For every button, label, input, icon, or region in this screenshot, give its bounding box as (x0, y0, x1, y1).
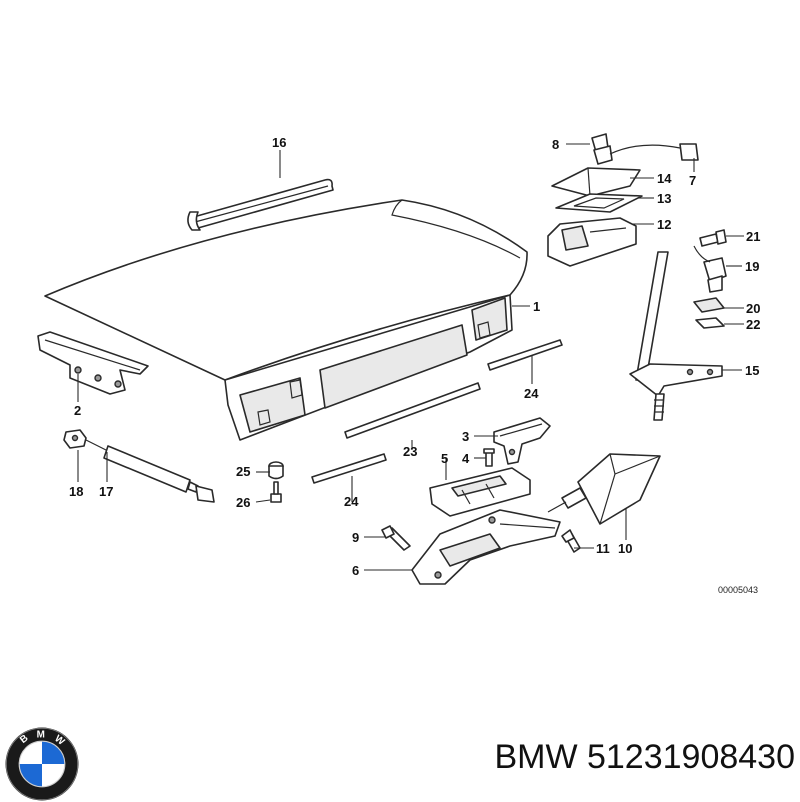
part-23-trim-strip (344, 382, 481, 439)
svg-text:M: M (37, 729, 45, 740)
callout-18: 18 (69, 484, 83, 499)
part-26-screw (270, 481, 282, 503)
callout-2: 2 (74, 403, 81, 418)
part-11-screw (561, 529, 581, 553)
part-caption: BMW 51231908430 (410, 738, 795, 777)
callout-15: 15 (745, 363, 759, 378)
callout-24-upper: 24 (524, 386, 539, 401)
brand-name: BMW (494, 738, 578, 776)
callout-8: 8 (552, 137, 559, 152)
callout-10: 10 (618, 541, 632, 556)
callout-3: 3 (462, 429, 469, 444)
part-4-screw (483, 448, 495, 467)
callout-11: 11 (596, 541, 610, 556)
part-6-lock (411, 509, 561, 585)
part-25-rubber-buffer (268, 461, 284, 480)
part-3-bracket (493, 417, 551, 465)
callout-21: 21 (746, 229, 760, 244)
callout-9: 9 (352, 530, 359, 545)
part-5-striker (429, 467, 531, 517)
callout-23: 23 (403, 444, 417, 459)
callout-26: 26 (236, 495, 250, 510)
callout-12: 12 (657, 217, 671, 232)
part-2-hinge (37, 331, 149, 395)
part-22-seal (695, 317, 725, 329)
part-18-ball-socket (63, 429, 87, 449)
part-24-trim-strip-upper (487, 339, 563, 371)
part-19-lock-cylinder (693, 245, 727, 293)
callout-16: 16 (272, 135, 286, 150)
part-9-bolt (381, 525, 411, 551)
callout-7: 7 (689, 173, 696, 188)
leader-lines (77, 143, 744, 571)
part-10-actuator (547, 453, 661, 525)
callout-6: 6 (352, 563, 359, 578)
callout-20: 20 (746, 301, 760, 316)
callouts: 16 1 2 18 17 25 26 23 24 24 3 4 5 9 6 11… (69, 135, 760, 578)
callout-4: 4 (462, 451, 470, 466)
part-20-plate (693, 297, 725, 313)
callout-13: 13 (657, 191, 671, 206)
drawing-number: 00005043 (718, 585, 758, 595)
part-16-seal-strip (187, 178, 334, 231)
part-17-gas-strut (85, 439, 215, 503)
part-7-connector (609, 143, 699, 161)
part-21-screw (699, 229, 727, 247)
callout-17: 17 (99, 484, 113, 499)
callout-24-lower: 24 (344, 494, 359, 509)
part-number: 51231908430 (586, 738, 795, 776)
part-1-trunk-lid (44, 199, 528, 441)
part-8-switch (591, 133, 613, 165)
callout-14: 14 (657, 171, 672, 186)
bmw-logo: B M W (5, 727, 79, 801)
part-15-rod (629, 251, 723, 421)
callout-1: 1 (533, 299, 540, 314)
part-12-handle (547, 217, 637, 267)
callout-22: 22 (746, 317, 760, 332)
part-14-cover (551, 167, 641, 197)
part-24-trim-strip-lower (311, 453, 387, 484)
part-13-gasket (555, 193, 643, 213)
callout-19: 19 (745, 259, 759, 274)
callout-25: 25 (236, 464, 250, 479)
callout-5: 5 (441, 451, 448, 466)
